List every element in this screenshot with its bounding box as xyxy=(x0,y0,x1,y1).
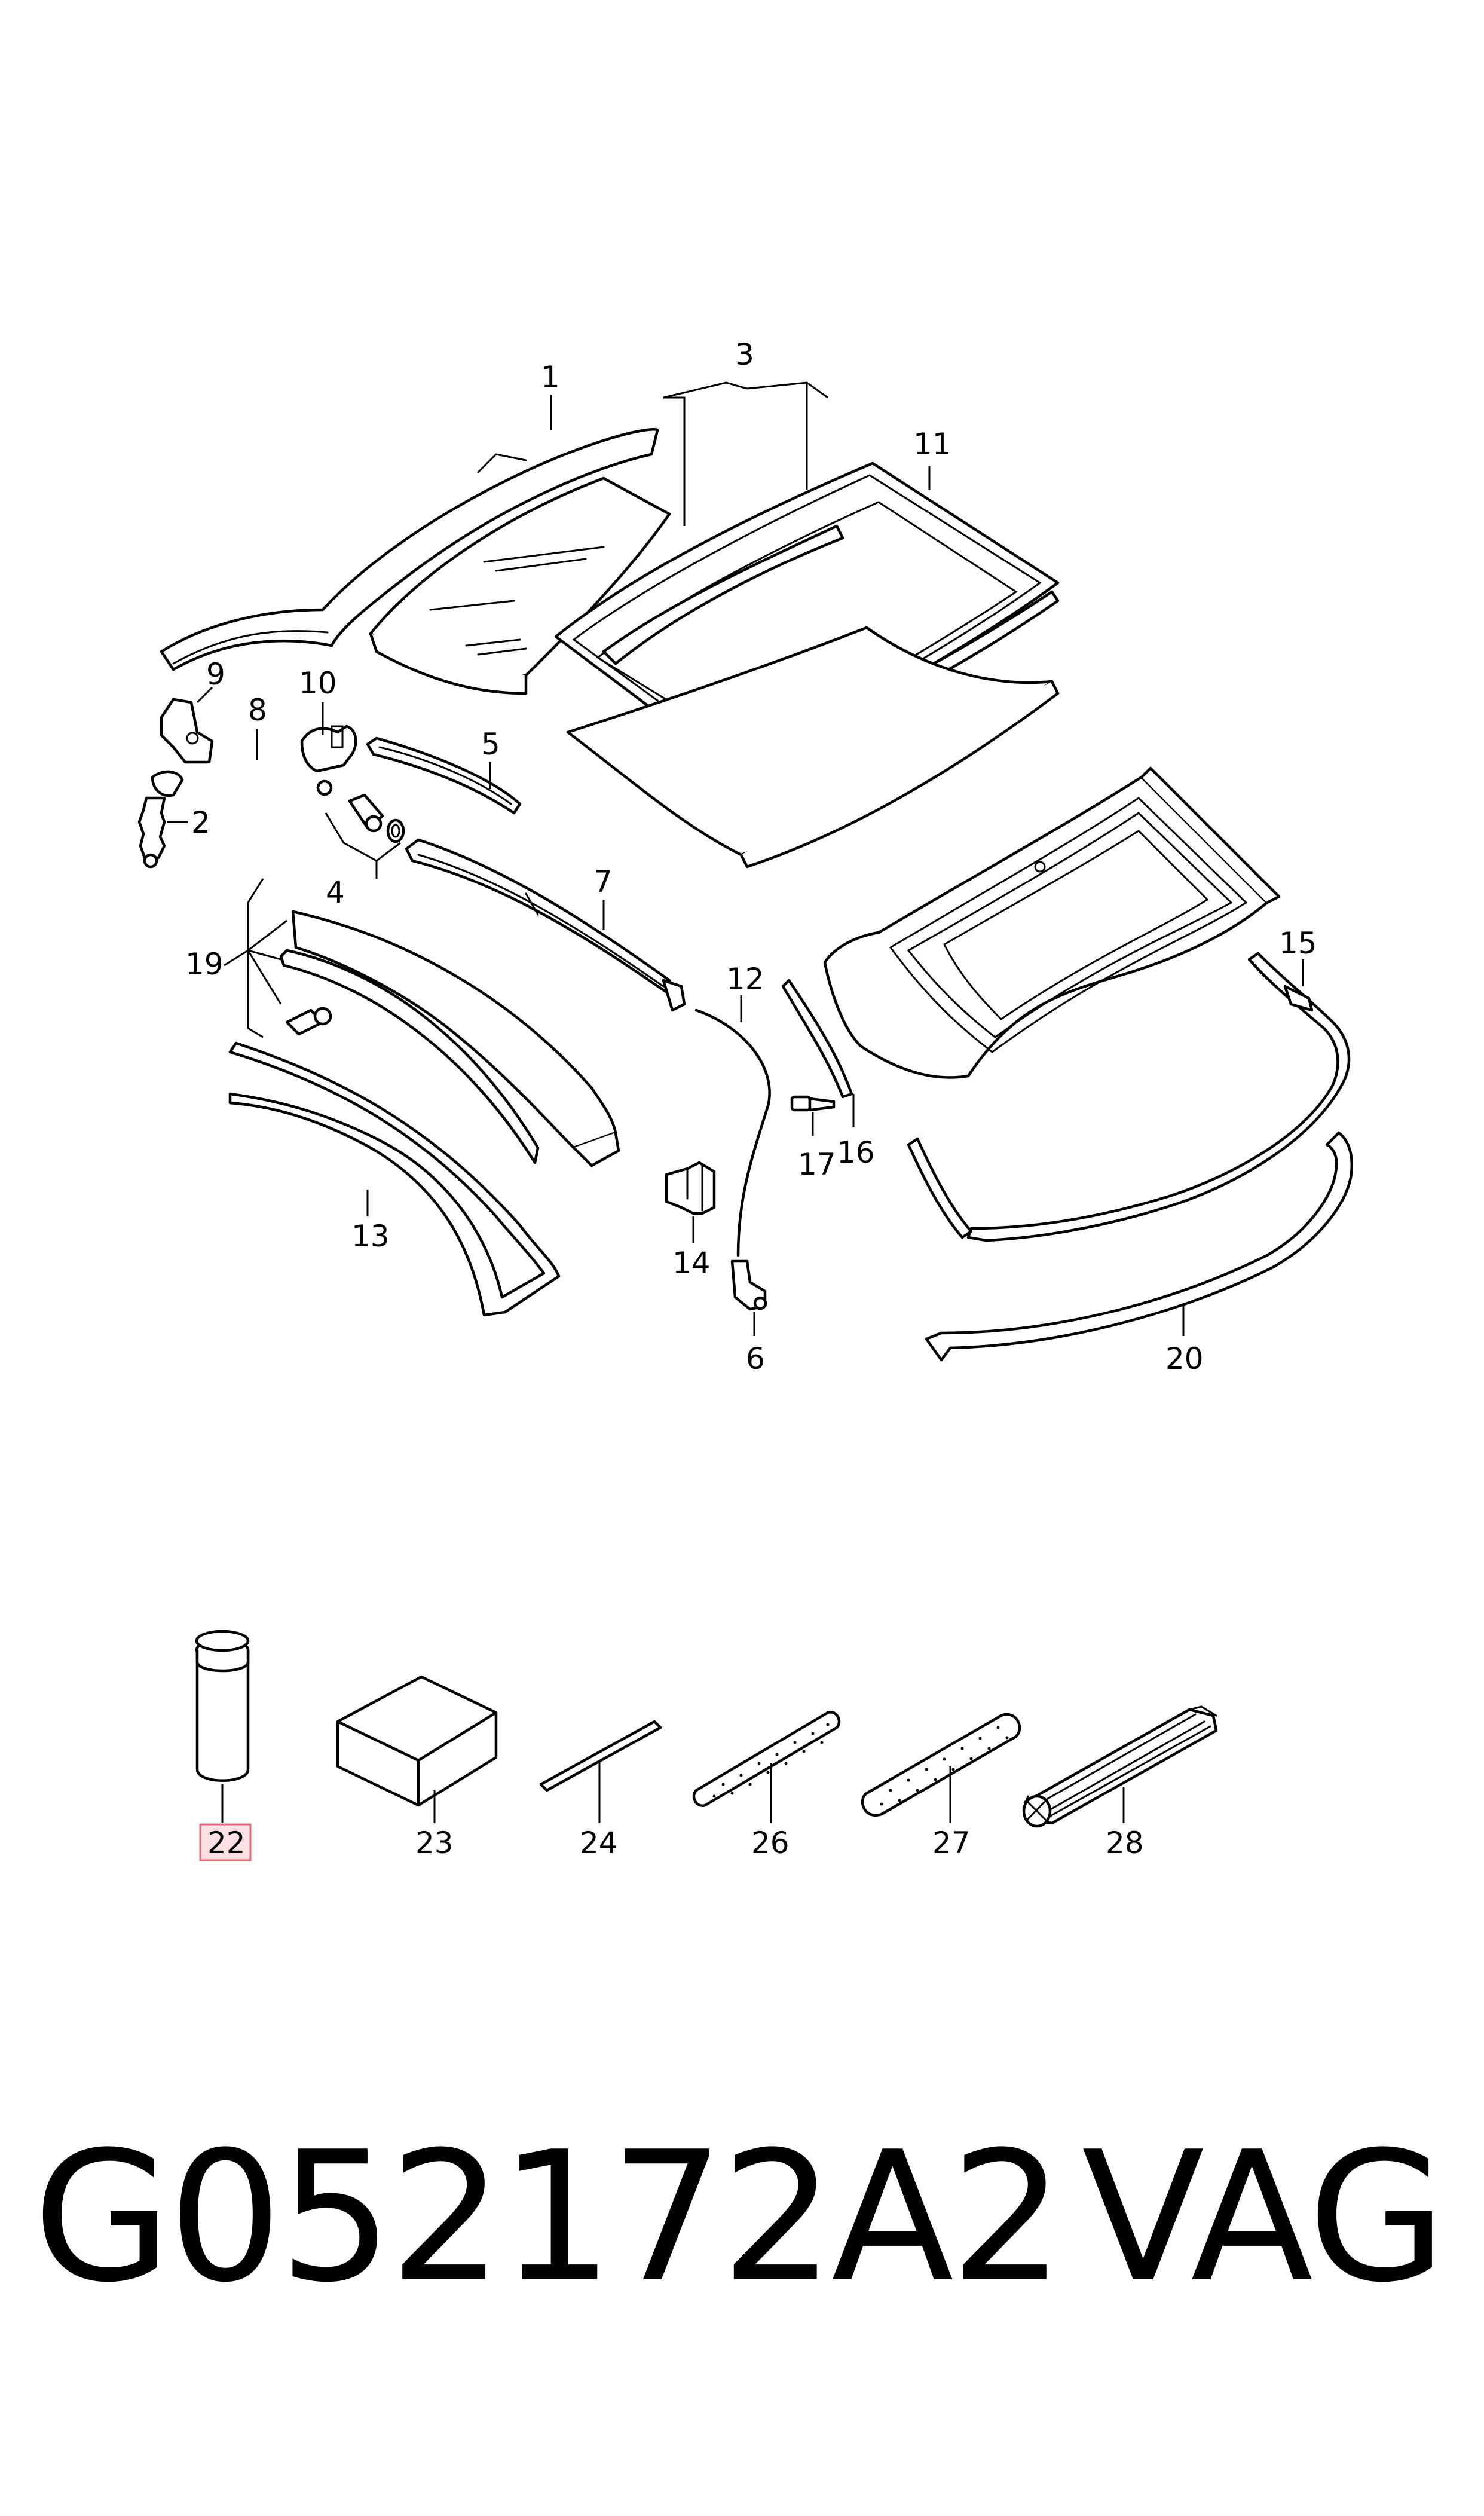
part-number: G052172A2 xyxy=(33,2113,1064,2322)
label-23: 23 xyxy=(415,1826,454,1860)
label-2: 2 xyxy=(191,805,210,840)
part-22-spray-can[interactable] xyxy=(195,1630,250,1782)
label-7: 7 xyxy=(593,864,613,899)
part-19-a-panel[interactable] xyxy=(291,910,620,1167)
part-5-seal-strip[interactable] xyxy=(366,736,522,815)
brand-name: VAG xyxy=(1082,2113,1446,2322)
part-26-foam-tube[interactable] xyxy=(692,1711,841,1807)
label-8: 8 xyxy=(248,693,267,727)
label-12: 12 xyxy=(726,962,764,996)
label-22: 22 xyxy=(207,1826,246,1860)
label-26: 26 xyxy=(751,1826,790,1860)
part-1-roof-trim[interactable] xyxy=(160,427,659,671)
highlight-box-22[interactable] xyxy=(199,1823,252,1861)
part-15-rear-seal[interactable] xyxy=(966,952,1351,1242)
part-13-window-seal[interactable] xyxy=(228,1041,561,1317)
part-23-box[interactable] xyxy=(336,1675,498,1807)
part-24-strip[interactable] xyxy=(539,1720,662,1792)
label-9: 9 xyxy=(206,657,225,692)
part-27-foam-tube[interactable] xyxy=(861,1713,1021,1817)
part-19-c-fastener[interactable] xyxy=(285,1007,332,1036)
lower-rear-seal[interactable] xyxy=(907,1137,973,1239)
label-17: 17 xyxy=(798,1147,836,1182)
label-24: 24 xyxy=(580,1826,618,1860)
part-12-drain-hose[interactable] xyxy=(694,1008,771,1257)
label-19: 19 xyxy=(185,947,224,982)
roof-liner-panel[interactable] xyxy=(566,626,1060,869)
part-14-bracket[interactable] xyxy=(665,1161,716,1215)
label-16: 16 xyxy=(837,1135,875,1170)
part-7-side-rail[interactable] xyxy=(405,838,686,1012)
label-14: 14 xyxy=(672,1246,711,1280)
footer: G052172A2 VAG xyxy=(0,2128,1484,2379)
part-8-hose[interactable] xyxy=(175,760,333,796)
part-28-ribbed-profile[interactable] xyxy=(1022,1705,1218,1828)
part-19-b-strip[interactable] xyxy=(279,949,540,1164)
label-28: 28 xyxy=(1106,1826,1144,1860)
part-4-nozzle[interactable] xyxy=(348,793,405,843)
label-15: 15 xyxy=(1279,926,1317,961)
label-5: 5 xyxy=(481,727,500,762)
part-16-trim-strip[interactable] xyxy=(781,979,853,1099)
label-27: 27 xyxy=(932,1826,971,1860)
label-4: 4 xyxy=(326,875,345,910)
part-6-elbow[interactable] xyxy=(730,1259,767,1311)
part-10-clip[interactable] xyxy=(300,724,357,773)
rear-window-frame[interactable] xyxy=(823,766,1281,1079)
label-10: 10 xyxy=(299,666,337,701)
label-6: 6 xyxy=(746,1341,765,1376)
label-1: 1 xyxy=(541,360,560,395)
parts-diagram: 1 3 11 9 10 xyxy=(137,337,1354,1861)
label-13: 13 xyxy=(351,1219,390,1254)
label-3: 3 xyxy=(735,337,754,372)
label-20: 20 xyxy=(1165,1341,1204,1376)
part-20-seal[interactable] xyxy=(925,1131,1354,1362)
glass-panel[interactable] xyxy=(369,476,671,695)
part-2-connector[interactable] xyxy=(137,770,184,869)
label-11: 11 xyxy=(913,427,951,461)
part-9-clip[interactable] xyxy=(160,698,214,764)
part-17-screw[interactable] xyxy=(790,1095,836,1112)
